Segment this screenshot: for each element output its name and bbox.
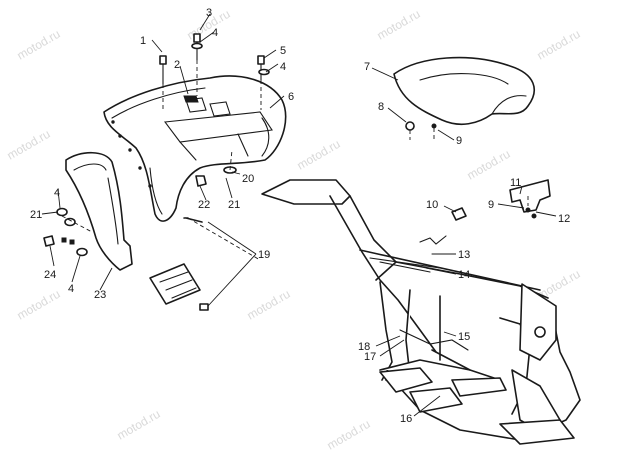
atv-frame [261, 179, 581, 445]
callout-label: 1 [140, 35, 146, 47]
watermark: motod.ru [535, 27, 583, 63]
callout-label: 14 [458, 269, 470, 281]
callout-label: 4 [68, 283, 74, 295]
fasteners [43, 33, 537, 311]
watermark: motod.ru [115, 407, 163, 443]
seat-bracket [509, 179, 551, 213]
callout-label: 15 [458, 331, 470, 343]
leader-lines [41, 13, 557, 417]
callout-label: 4 [212, 27, 218, 39]
callout-label: 4 [54, 187, 60, 199]
callout-label: 13 [458, 249, 470, 261]
callout-label: 3 [206, 7, 212, 19]
callout-label: 16 [400, 413, 412, 425]
watermark: motod.ru [325, 417, 373, 453]
callout-label: 5 [280, 45, 286, 57]
callout-labels: 1 2 3 4 5 4 6 7 8 9 10 11 9 12 13 14 15 … [30, 7, 570, 425]
watermark: motod.ru [15, 27, 63, 63]
watermark: motod.ru [375, 7, 423, 43]
seat [393, 56, 535, 126]
callout-label: 11 [510, 177, 521, 189]
callout-label: 24 [44, 269, 56, 281]
callout-label: 10 [426, 199, 438, 211]
callout-label: 2 [174, 59, 180, 71]
callout-label: 7 [364, 61, 370, 73]
watermark: motod.ru [465, 147, 513, 183]
callout-label: 22 [198, 199, 210, 211]
watermark: motod.ru [245, 287, 293, 323]
callout-label: 8 [378, 101, 384, 113]
rear-fender [103, 75, 287, 222]
callout-label: 9 [456, 135, 462, 147]
callout-label: 17 [364, 351, 376, 363]
callout-label: 18 [358, 341, 370, 353]
watermark: motod.ru [5, 127, 53, 163]
watermark: motod.ru [295, 137, 343, 173]
callout-label: 21 [30, 209, 42, 221]
callout-label: 12 [558, 213, 570, 225]
callout-label: 4 [280, 61, 286, 73]
callout-label: 9 [488, 199, 494, 211]
callout-label: 6 [288, 91, 294, 103]
callout-label: 21 [228, 199, 240, 211]
callout-label: 20 [242, 173, 254, 185]
callout-label: 19 [258, 249, 270, 261]
footrest-plate [149, 263, 201, 305]
callout-label: 23 [94, 289, 106, 301]
watermark: motod.ru [15, 287, 63, 323]
mud-flap [65, 151, 133, 271]
